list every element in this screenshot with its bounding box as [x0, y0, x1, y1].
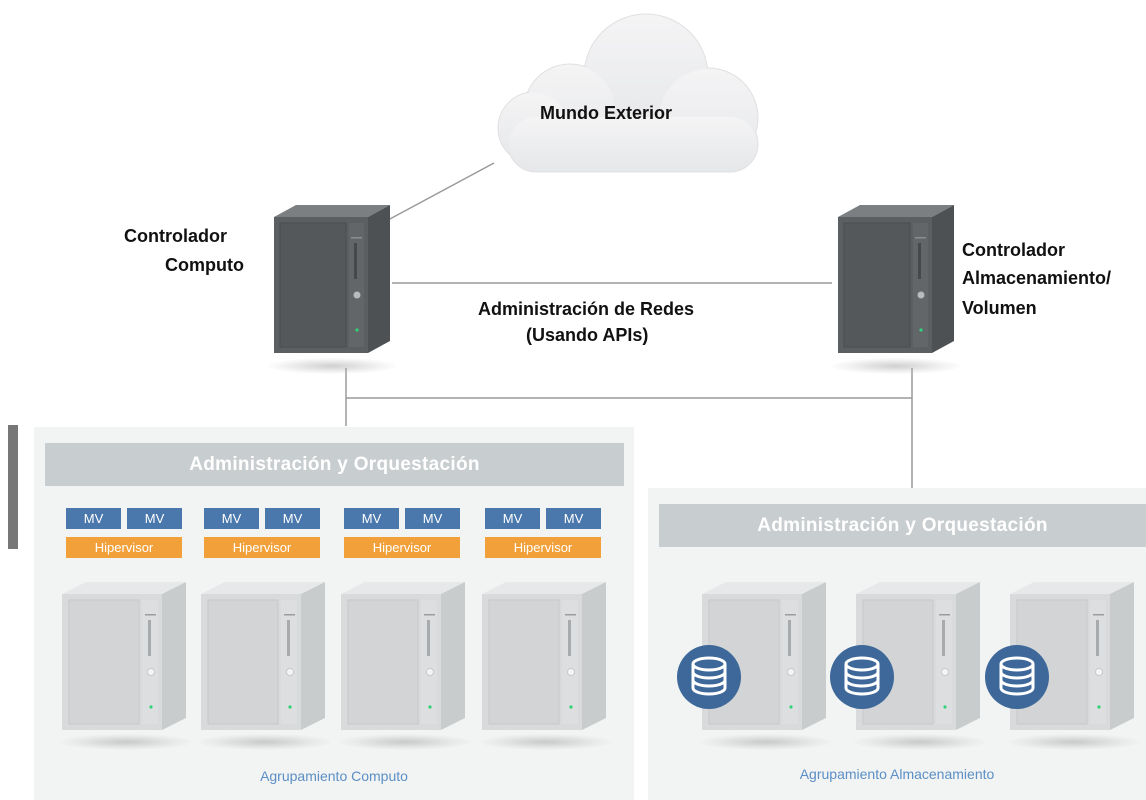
hypervisor-box: Hipervisor [204, 537, 320, 558]
storage-cluster-title-bar: Administración y Orquestación [659, 504, 1146, 547]
storage-controller-server-icon [838, 205, 954, 353]
server-shadow [854, 734, 986, 750]
network-label-line1: Administración de Redes [478, 299, 695, 319]
vm-box: MV [344, 508, 399, 529]
storage-controller-label-line2: Almacenamiento/ [962, 268, 1112, 288]
storage-controller-shadow [832, 358, 960, 374]
server-shadow [199, 734, 331, 750]
cloud-icon [497, 13, 759, 173]
compute-node-server-icon [62, 582, 186, 730]
vm-box: MV [485, 508, 540, 529]
hypervisor-box: Hipervisor [66, 537, 182, 558]
compute-node-server-icon [201, 582, 325, 730]
database-icon [677, 645, 741, 709]
database-icon [985, 645, 1049, 709]
cloud-label: Mundo Exterior [540, 103, 673, 123]
server-shadow [60, 734, 192, 750]
side-marker-bar [8, 425, 18, 549]
storage-controller-label-line3: Volumen [962, 298, 1037, 318]
hypervisor-box: Hipervisor [485, 537, 601, 558]
vm-box: MV [405, 508, 460, 529]
compute-controller-shadow [268, 358, 396, 374]
vm-box: MV [66, 508, 121, 529]
vm-box: MV [546, 508, 601, 529]
vm-box: MV [265, 508, 320, 529]
server-shadow [700, 734, 832, 750]
compute-cluster-caption: Agrupamiento Computo [260, 768, 408, 784]
hypervisor-box: Hipervisor [344, 537, 460, 558]
cloud-to-compute-controller-line [387, 162, 495, 221]
compute-cluster-title-bar: Administración y Orquestación [45, 443, 624, 486]
compute-controller-label-line2: Computo [165, 255, 244, 275]
vm-box: MV [204, 508, 259, 529]
storage-cluster-caption: Agrupamiento Almacenamiento [799, 766, 995, 782]
compute-controller-label-line1: Controlador [124, 226, 227, 246]
server-shadow [480, 734, 612, 750]
database-icon [830, 645, 894, 709]
server-shadow [1008, 734, 1140, 750]
vm-box: MV [127, 508, 182, 529]
compute-node-server-icon [482, 582, 606, 730]
compute-node-server-icon [341, 582, 465, 730]
server-shadow [339, 734, 471, 750]
network-label-line2: (Usando APIs) [526, 325, 649, 345]
storage-controller-label-line1: Controlador [962, 240, 1065, 260]
compute-controller-server-icon [274, 205, 390, 353]
